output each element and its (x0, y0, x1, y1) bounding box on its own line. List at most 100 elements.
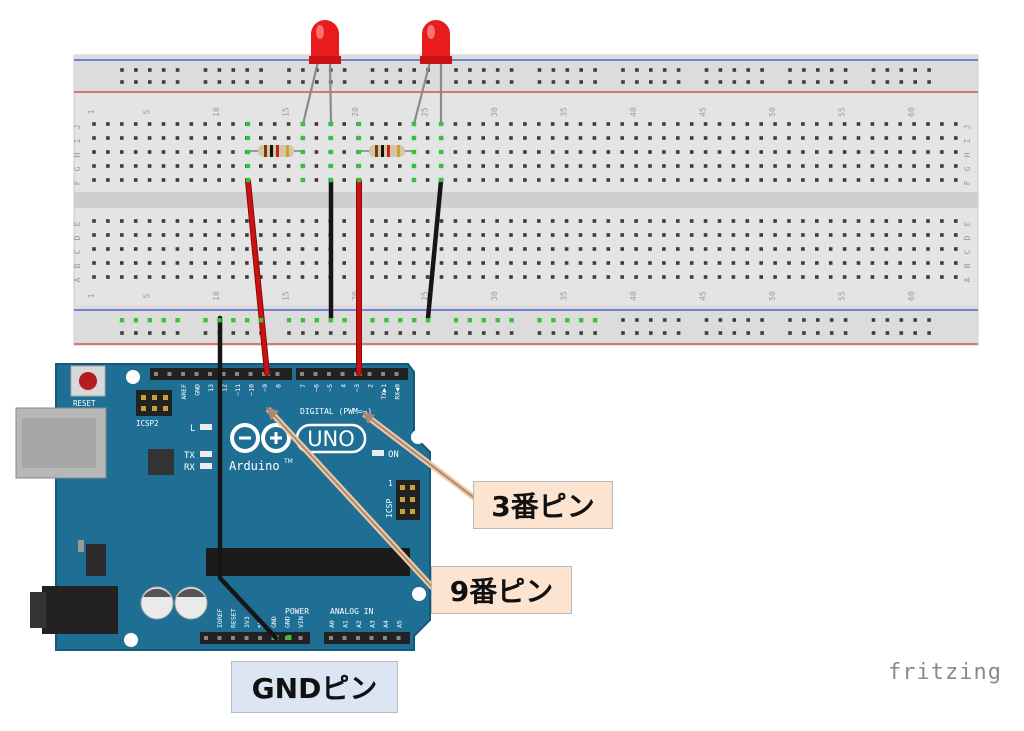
breadboard-hole (898, 122, 902, 126)
connected-hole (356, 149, 362, 155)
row-letter: C (963, 249, 972, 254)
breadboard-hole (481, 150, 485, 154)
breadboard-hole (731, 233, 736, 237)
row-letter: B (963, 263, 972, 268)
rail-hole (175, 80, 180, 84)
breadboard-hole (592, 219, 597, 223)
breadboard-hole (634, 178, 638, 182)
rail-hole (649, 331, 653, 335)
breadboard-hole (272, 247, 277, 251)
rail-hole (829, 331, 834, 335)
breadboard-hole (926, 247, 930, 251)
breadboard-hole (856, 233, 861, 237)
breadboard-hole (92, 150, 96, 154)
icsp2-pins (141, 395, 168, 411)
rail-hole (913, 331, 917, 335)
row-letter: B (73, 263, 82, 268)
power-pin-label: 3V3 (243, 616, 251, 628)
connected-rail-hole (300, 318, 306, 323)
breadboard-hole (620, 247, 624, 251)
rail-hole (885, 318, 890, 322)
rail-hole (649, 68, 653, 72)
rail-hole (551, 80, 556, 84)
breadboard-hole (509, 275, 513, 279)
rail-hole (551, 331, 556, 335)
breadboard-hole (787, 233, 791, 237)
row-letter: A (963, 277, 972, 282)
breadboard-hole (314, 247, 319, 251)
column-number: 5 (143, 293, 152, 298)
led2-leg-cathode (412, 61, 432, 125)
breadboard-hole (189, 247, 194, 251)
rail-hole (398, 68, 403, 72)
rail-hole (509, 331, 514, 335)
breadboard-hole (175, 122, 180, 126)
breadboard-hole (912, 122, 916, 126)
column-number: 25 (421, 107, 430, 117)
wire-gnd-black (217, 315, 279, 641)
column-number: 10 (212, 107, 221, 117)
breadboard-hole (912, 233, 916, 237)
breadboard-hole (926, 164, 930, 168)
header-pin (181, 372, 185, 376)
column-number: 50 (768, 291, 777, 301)
rail-hole (927, 331, 931, 335)
breadboard: 1155101015152020252530303535404045455050… (73, 54, 979, 346)
rail-hole (454, 80, 458, 84)
breadboard-hole (689, 136, 694, 140)
leader-pin3-arrow (362, 412, 375, 424)
breadboard-hole (259, 233, 263, 237)
breadboard-hole (550, 233, 555, 237)
breadboard-hole (272, 136, 277, 140)
connected-hole (356, 121, 362, 127)
breadboard-hole (606, 164, 611, 168)
rail-hole (342, 331, 347, 335)
breadboard-hole (954, 219, 958, 223)
column-number: 40 (629, 107, 638, 117)
rail-hole (676, 68, 681, 72)
icsp2-pin (141, 395, 146, 400)
rail-hole (871, 80, 876, 84)
breadboard-hole (870, 275, 875, 279)
power-header-pin (217, 636, 222, 640)
breadboard-hole (703, 136, 708, 140)
connected-hole (411, 163, 417, 169)
breadboard-hole (495, 261, 499, 265)
breadboard-hole (286, 233, 291, 237)
rail-hole (746, 331, 750, 335)
breadboard-hole (773, 261, 777, 265)
digital-pin-label: 7 (299, 384, 307, 388)
breadboard-hole (606, 219, 611, 223)
breadboard-hole (745, 233, 750, 237)
power-header-pin (244, 636, 249, 640)
connected-hole (300, 121, 306, 127)
connected-hole (328, 177, 334, 183)
rail-hole (732, 331, 737, 335)
microcontroller-chip (206, 548, 410, 576)
breadboard-hole (856, 164, 861, 168)
connected-hole (328, 121, 334, 127)
leader-pin9 (267, 408, 434, 589)
breadboard-hole (564, 261, 569, 265)
column-number: 1 (87, 293, 96, 298)
row-letter: G (73, 166, 82, 171)
breadboard-hole (217, 164, 221, 168)
breadboard-hole (370, 275, 374, 279)
breadboard-hole (689, 150, 694, 154)
rail-hole (468, 331, 472, 335)
analog-header-pin (356, 636, 360, 640)
analog-pin-label: A5 (396, 620, 404, 628)
rail-hole (871, 318, 876, 322)
breadboard-hole (286, 178, 291, 182)
reset-button-cap[interactable] (79, 372, 97, 390)
rail-hole (203, 68, 208, 72)
breadboard-hole (689, 178, 694, 182)
breadboard-hole (217, 275, 221, 279)
mounting-hole (126, 370, 140, 384)
breadboard-hole (870, 219, 875, 223)
breadboard-hole (398, 275, 402, 279)
analog-header-pin (396, 636, 401, 640)
rail-hole (495, 80, 500, 84)
connected-hole (300, 177, 306, 183)
capacitor-mark (177, 588, 205, 597)
